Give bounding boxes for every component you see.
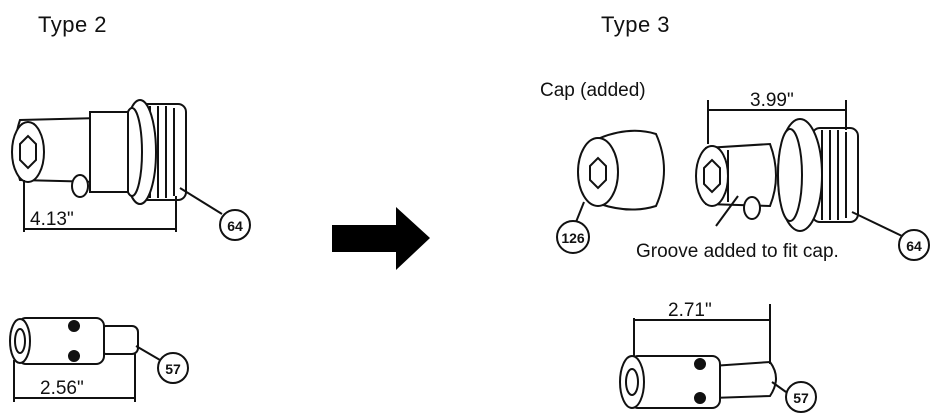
type2-body-dimension-label: 4.13" — [30, 209, 74, 230]
type3-small-part — [619, 355, 777, 409]
type3-small-dimension — [633, 304, 771, 364]
type3-small-callout-circle — [785, 381, 817, 413]
type3-body-callout-circle — [898, 229, 930, 261]
type2-body-callout-circle — [219, 209, 251, 241]
type2-small-leader — [135, 345, 161, 361]
type2-small-callout: 57 — [165, 361, 181, 377]
groove-note-label: Groove added to fit cap. — [636, 241, 839, 262]
type3-body-leader — [851, 211, 903, 237]
type2-body-part — [11, 99, 187, 205]
type3-body-callout: 64 — [906, 238, 922, 254]
transition-arrow — [332, 207, 430, 270]
type3-cap-leader — [575, 201, 585, 223]
type2-heading: Type 2 — [38, 12, 108, 37]
type3-body-dimension — [707, 100, 847, 144]
type3-body-dimension-label: 3.99" — [750, 90, 794, 111]
type3-body-part — [695, 118, 859, 232]
type3-cap-callout: 126 — [561, 230, 585, 246]
type3-heading: Type 3 — [601, 12, 671, 37]
cap-added-label: Cap (added) — [540, 80, 646, 101]
type2-small-part — [9, 317, 139, 365]
type2-small-dimension-label: 2.56" — [40, 378, 84, 399]
type3-small-dimension-label: 2.71" — [668, 300, 712, 321]
type2-small-dimension — [13, 354, 136, 402]
type2-body-dimension — [23, 180, 177, 232]
type3-cap-callout-circle — [556, 220, 590, 254]
type2-body-leader — [179, 187, 223, 215]
type3-small-callout: 57 — [793, 390, 809, 406]
type3-cap-part — [577, 129, 665, 211]
type3-small-leader — [771, 381, 787, 393]
type3-groove-leader — [715, 195, 739, 227]
type2-small-callout-circle — [157, 352, 189, 384]
type2-body-callout: 64 — [227, 218, 243, 234]
